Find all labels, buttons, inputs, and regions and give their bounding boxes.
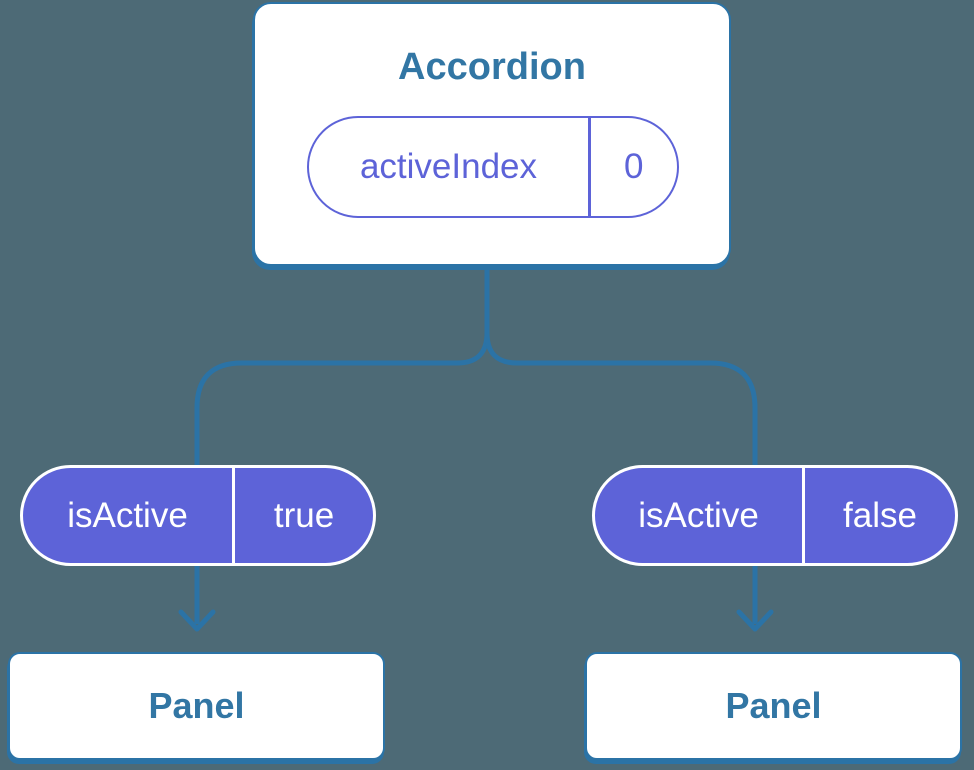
panel-node-left: Panel xyxy=(8,652,385,760)
state-value-label: 0 xyxy=(624,147,644,186)
connector-right-branch xyxy=(484,266,758,624)
panel-node-title: Panel xyxy=(725,685,822,726)
prop-pill-isactive-true: isActive true xyxy=(20,465,376,566)
accordion-node-title: Accordion xyxy=(398,46,586,88)
pill-divider xyxy=(232,468,235,563)
pill-divider xyxy=(588,118,591,216)
state-name-label: activeIndex xyxy=(359,147,538,186)
arrow-down-icon xyxy=(178,609,216,632)
prop-name-label: isActive xyxy=(67,495,188,535)
arrow-down-icon xyxy=(736,609,774,632)
prop-name-label: isActive xyxy=(638,495,759,535)
prop-value-label: false xyxy=(843,495,917,535)
panel-node-title: Panel xyxy=(148,685,245,726)
pill-divider xyxy=(802,468,805,563)
state-pill-activeindex: activeIndex 0 xyxy=(307,116,679,218)
prop-pill-isactive-false: isActive false xyxy=(592,465,958,566)
accordion-node: Accordion activeIndex 0 xyxy=(253,2,731,266)
prop-value-label: true xyxy=(273,495,335,535)
connector-left-branch xyxy=(194,266,490,624)
panel-node-right: Panel xyxy=(585,652,962,760)
